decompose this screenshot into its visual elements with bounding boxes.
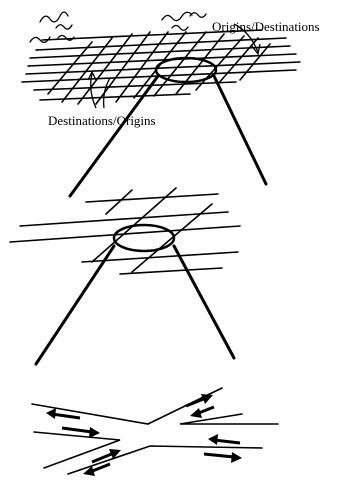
origin-destination-squiggles: [30, 12, 206, 42]
focus-ellipse-top: [156, 58, 216, 82]
arrow-west-right: [208, 434, 240, 445]
local-network-grid: [10, 188, 240, 274]
intersection-roads: [32, 388, 278, 474]
regional-network-grid: [22, 30, 300, 104]
arrow-east-right: [204, 452, 242, 463]
focus-ellipse-middle: [114, 225, 174, 251]
zoom-cone-upper: [70, 76, 266, 196]
arrow-ne-upper-right: [186, 394, 213, 406]
label-destinations-origins: Destinations/Origins: [48, 113, 156, 128]
traffic-arrows: [46, 394, 242, 476]
arrow-sw-lower-left: [83, 464, 110, 476]
arrow-sw-upper-right: [190, 407, 214, 418]
zoom-cone-lower: [36, 246, 234, 364]
label-origins-destinations: Origins/Destinations: [212, 19, 320, 34]
